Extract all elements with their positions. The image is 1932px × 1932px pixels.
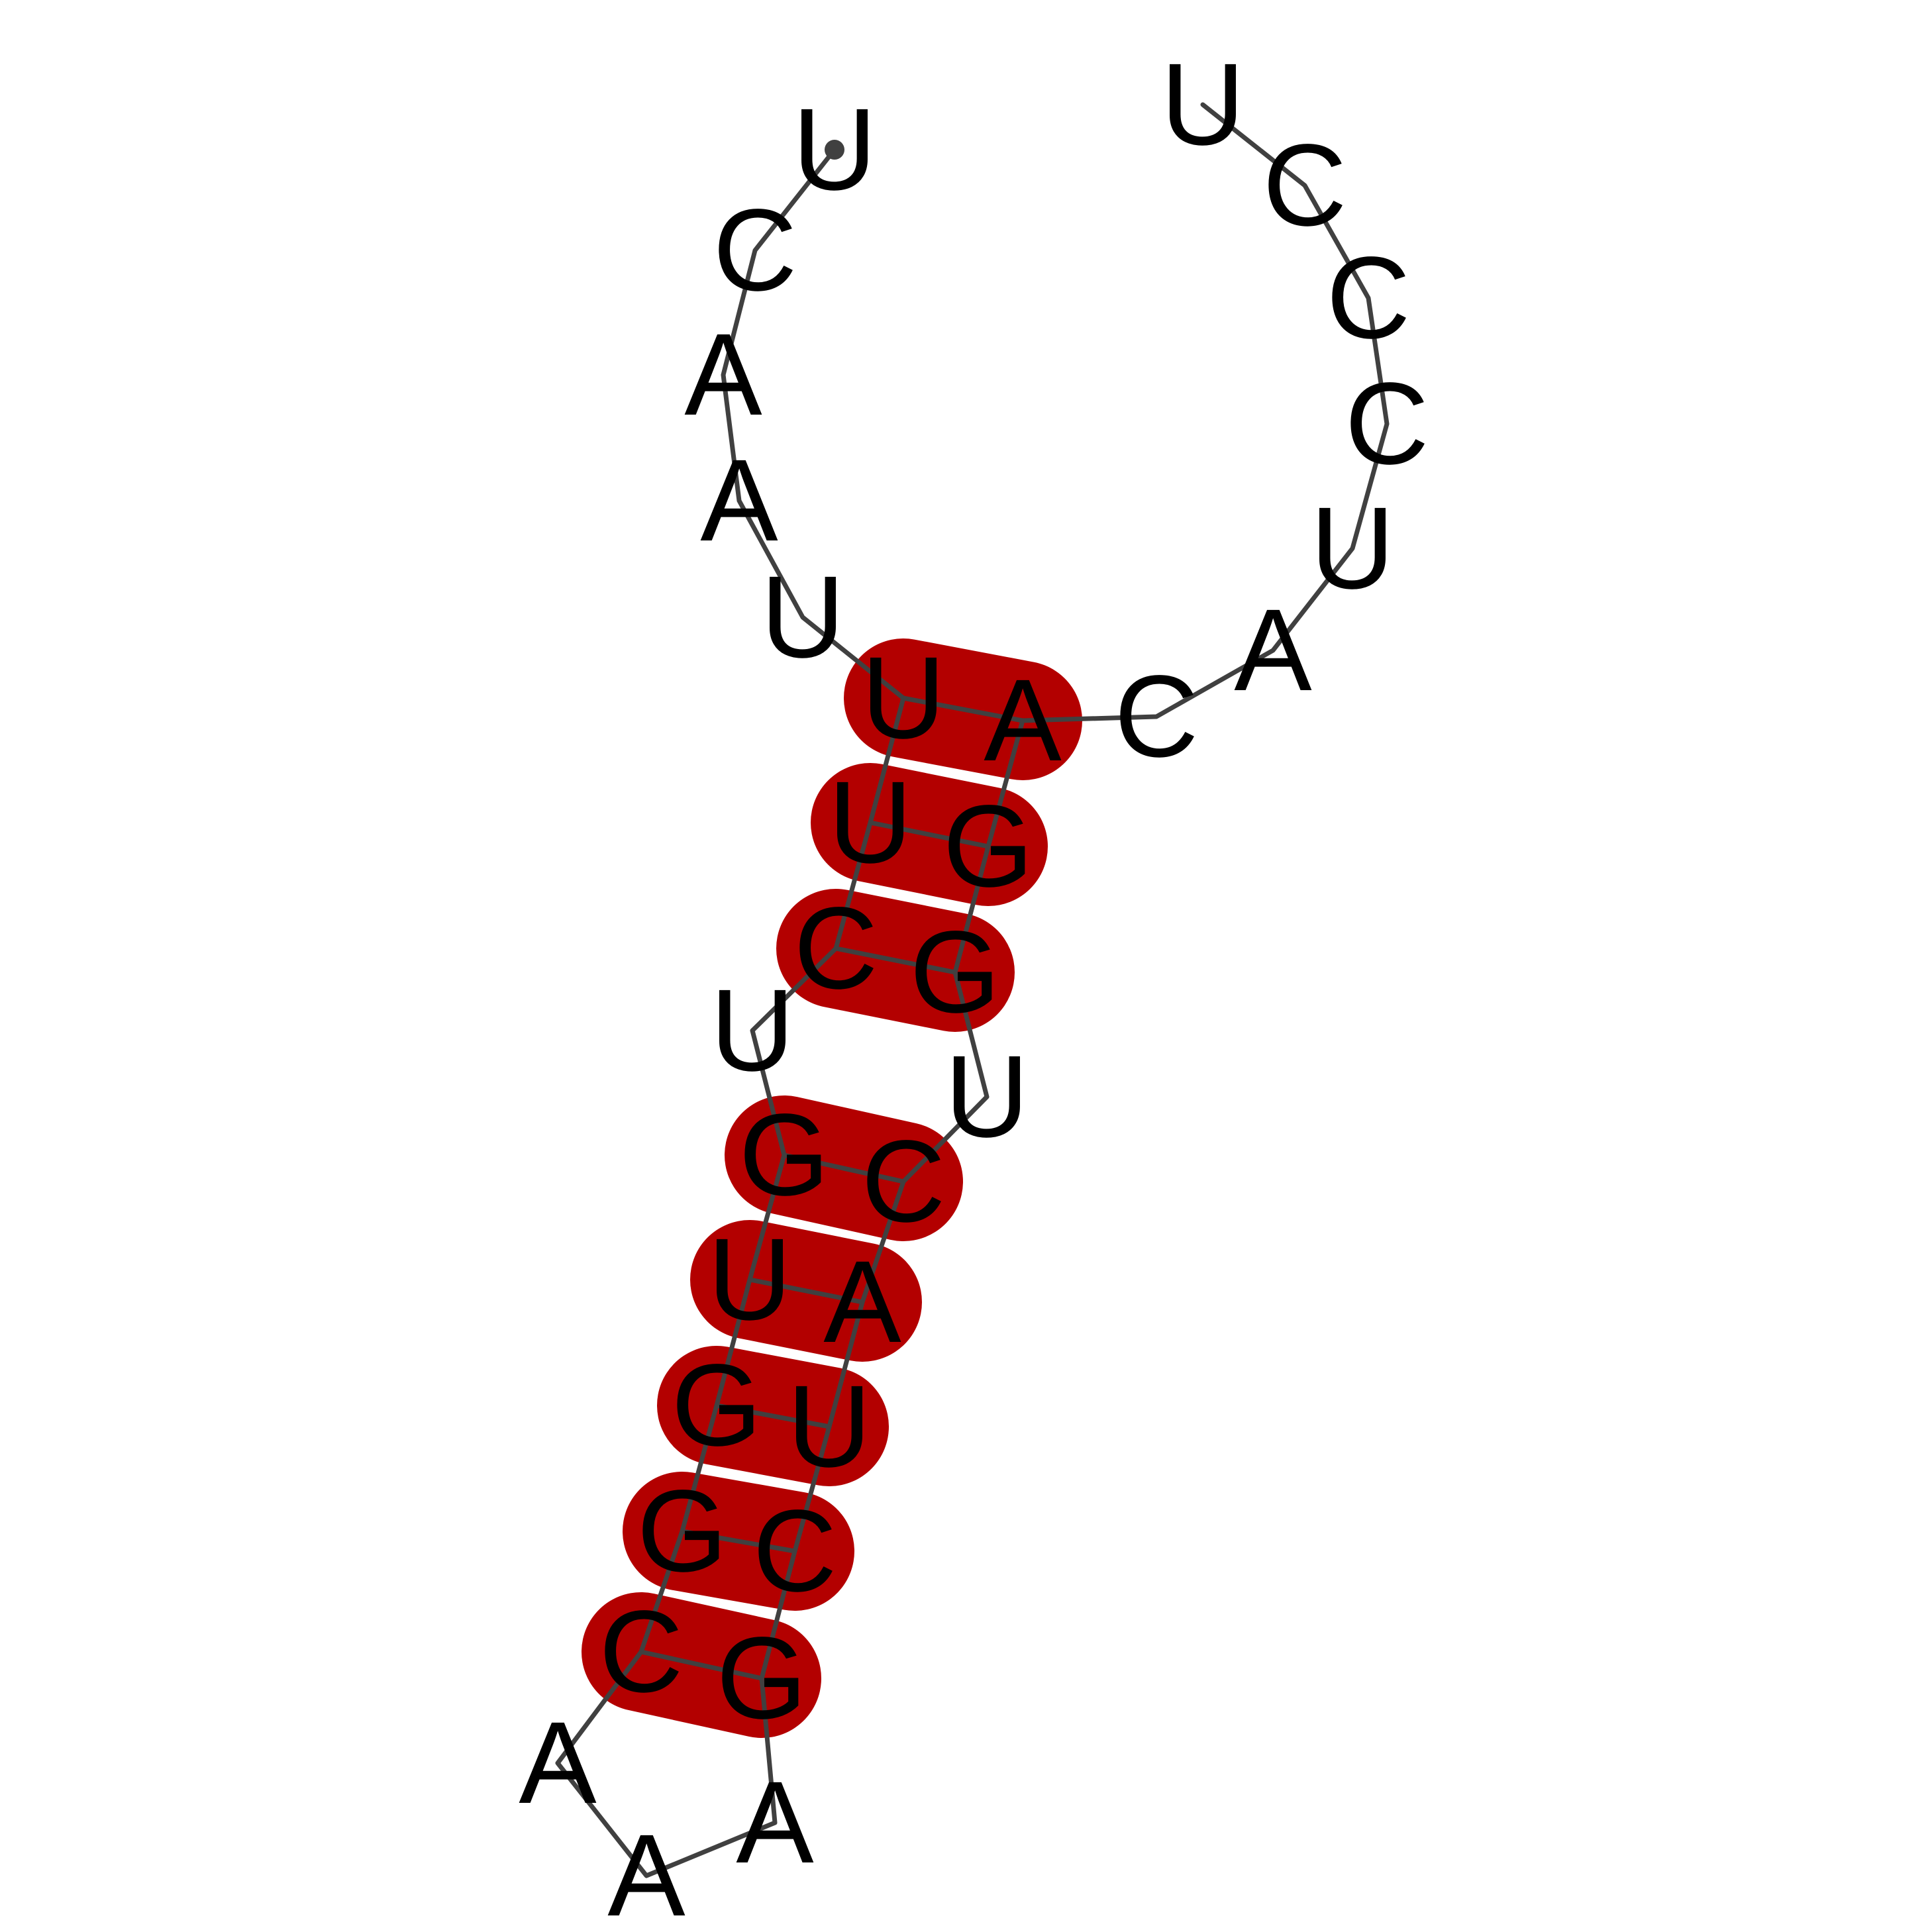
nucleotide-19: C (752, 1486, 837, 1616)
base-pair-lines (638, 695, 1025, 1681)
nucleotide-11: U (707, 1215, 791, 1345)
nucleotide-2: C (713, 185, 797, 315)
nucleotide-9: U (710, 966, 794, 1095)
nucleotide-20: U (787, 1362, 871, 1492)
base-pair-line (714, 1403, 832, 1429)
nucleotide-1: U (792, 85, 876, 215)
nucleotide-25: G (943, 782, 1034, 911)
base-pair-line (680, 1529, 797, 1554)
nucleotide-6: U (861, 633, 945, 763)
five-prime-end-marker (825, 140, 844, 160)
nucleotide-15: A (519, 1698, 597, 1828)
base-pair-line (868, 820, 991, 849)
nucleotide-17: A (736, 1758, 814, 1888)
base-pair-line (747, 1277, 865, 1305)
nucleotide-14: C (599, 1587, 683, 1717)
nucleotide-29: U (1310, 483, 1394, 613)
nucleotide-8: C (793, 884, 878, 1013)
nucleotide-10: G (739, 1090, 830, 1220)
nucleotide-24: G (910, 907, 1001, 1037)
nucleotide-4: A (700, 436, 778, 566)
nucleotide-12: G (672, 1341, 762, 1470)
nucleotide-30: C (1345, 359, 1429, 489)
nucleotide-3: A (684, 310, 762, 440)
nucleotide-31: C (1326, 233, 1410, 363)
nucleotide-16: A (607, 1811, 686, 1932)
nucleotide-13: G (637, 1466, 728, 1596)
nucleotide-26: A (984, 656, 1062, 786)
nucleotide-23: U (944, 1032, 1029, 1162)
backbone-path (555, 102, 1390, 1878)
nucleotide-32: C (1262, 121, 1347, 250)
nucleotide-33: U (1160, 40, 1245, 170)
nucleotide-7: U (828, 758, 912, 888)
nucleotide-27: C (1114, 652, 1198, 782)
nucleotide-22: C (861, 1117, 945, 1246)
nucleotide-21: A (823, 1237, 901, 1367)
nucleotide-28: A (1234, 585, 1312, 715)
base-pair-line (782, 1152, 906, 1184)
base-pair-line (638, 1649, 764, 1681)
base-pair-line (833, 946, 958, 975)
nucleotide-18: G (717, 1613, 807, 1743)
nucleotide-5: U (760, 552, 844, 682)
base-pair-line (901, 695, 1025, 723)
